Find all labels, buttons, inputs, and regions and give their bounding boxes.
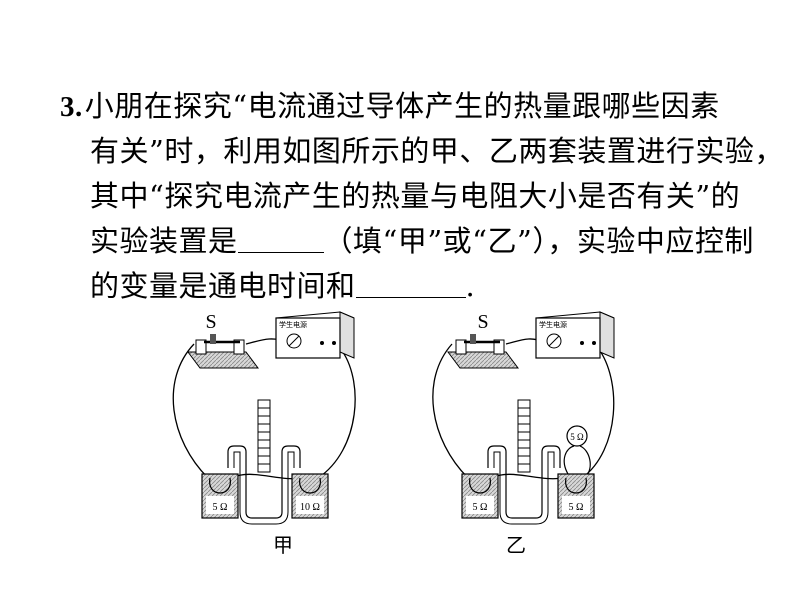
wire xyxy=(581,347,615,479)
beaker-left xyxy=(201,473,239,519)
answer-blank-2[interactable] xyxy=(355,267,466,298)
resistor-label-right: 5 Ω xyxy=(569,502,584,513)
wire xyxy=(432,343,469,479)
wire xyxy=(317,347,356,479)
question-line-1: 3.小朋在探究“电流通过导体产生的热量跟哪些因素 xyxy=(60,89,720,123)
beaker-right xyxy=(557,473,595,519)
u-tube-manometer xyxy=(227,399,301,525)
figure-caption-yi: 乙 xyxy=(506,533,526,557)
resistor-label-left: 5 Ω xyxy=(473,502,488,513)
question-line-4: 实验装置是（填“甲”或“乙”），实验中应控制 xyxy=(90,222,754,258)
wire xyxy=(579,445,591,477)
power-supply[interactable] xyxy=(275,311,355,359)
question-line-5: 的变量是通电时间和. xyxy=(90,267,476,303)
answer-blank-1[interactable] xyxy=(237,222,324,253)
power-supply-label: 学生电源 xyxy=(539,320,567,329)
switch-label: S xyxy=(205,311,216,333)
u-tube-manometer xyxy=(487,399,561,525)
question-text: 3.小朋在探究“电流通过导体产生的热量跟哪些因素 有关”时，利用如图所示的甲、乙… xyxy=(60,84,784,309)
resistor-label-external: 5 Ω xyxy=(570,432,584,442)
beaker-right xyxy=(291,473,329,519)
resistor-label-left: 5 Ω xyxy=(213,502,228,513)
wire xyxy=(172,343,209,479)
figure-caption-jia: 甲 xyxy=(273,533,293,557)
question-line-2: 有关”时，利用如图所示的甲、乙两套装置进行实验， xyxy=(90,134,784,168)
question-line-3: 其中“探究电流产生的热量与电阻大小是否有关”的 xyxy=(90,179,741,213)
wire xyxy=(563,445,575,475)
question-number: 3. xyxy=(60,91,83,123)
resistor-label-right: 10 Ω xyxy=(300,502,320,513)
switch-label: S xyxy=(477,311,488,333)
beaker-left xyxy=(461,473,499,519)
apparatus-jia: S 学生电源 xyxy=(172,311,356,557)
wire xyxy=(491,473,563,480)
switch[interactable] xyxy=(447,334,519,369)
apparatus-yi: S 学生电源 5 Ω xyxy=(432,311,615,557)
external-resistor xyxy=(566,425,588,447)
power-supply-label: 学生电源 xyxy=(279,320,307,329)
power-supply[interactable] xyxy=(535,311,615,359)
switch[interactable] xyxy=(187,334,259,369)
